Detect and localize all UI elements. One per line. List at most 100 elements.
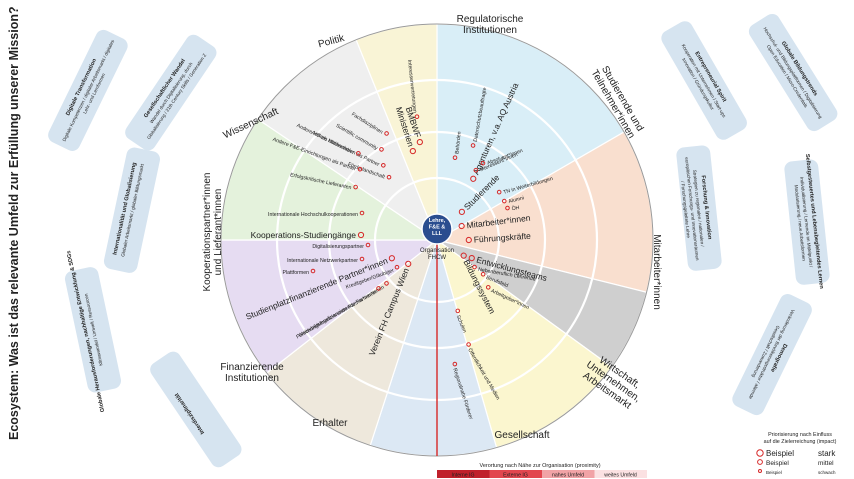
- proximity-label: nahes Umfeld: [552, 473, 584, 479]
- stakeholder-plattformen: Plattformen: [282, 268, 316, 276]
- hub-org-label: FHCW: [428, 255, 446, 261]
- stakeholder-fuhrungskrafte: Führungskräfte: [465, 231, 531, 245]
- impact-marker: [496, 189, 502, 195]
- impact-legend-level: schwach: [818, 470, 836, 475]
- impact-marker: [480, 271, 486, 277]
- impact-marker: [452, 361, 458, 367]
- stakeholder-internationale-netzwerkpartner: Internationale Netzwerkpartner: [287, 256, 365, 264]
- impact-marker: [384, 131, 389, 136]
- trend-band: [661, 21, 747, 140]
- trend-band: [748, 13, 838, 132]
- trend-band: [150, 351, 242, 468]
- stakeholder-interessenvertretungen: Interessenvertretungen: [406, 60, 420, 119]
- impact-marker: [505, 205, 510, 211]
- sector-label-line: Institutionen: [463, 25, 517, 36]
- stakeholder-label: Alumni: [508, 195, 525, 205]
- hub-label-line: LLL: [432, 231, 443, 237]
- impact-legend-title: auf die Zielerreichung (impact): [764, 439, 837, 445]
- stakeholder-label: Plattformen: [282, 270, 309, 276]
- sector-label-line: Mitarbeiter*innen: [651, 234, 662, 310]
- impact-marker: [473, 167, 479, 173]
- sector-label-erhalter: Erhalter: [312, 418, 348, 429]
- proximity-label: Externe IG: [503, 473, 528, 479]
- impact-legend-title: Priorisierung nach Einfluss: [768, 432, 832, 438]
- impact-legend-marker: [758, 469, 762, 473]
- hub-label-line: Lehre,: [429, 218, 446, 224]
- stakeholder-label: Digitalisierungspartner: [312, 244, 364, 250]
- impact-marker: [480, 160, 486, 166]
- trend-band: [103, 147, 161, 273]
- trend-text: / Forschungsgeleitete Lehre: [680, 181, 691, 239]
- impact-marker: [356, 151, 361, 156]
- impact-marker: [455, 308, 461, 314]
- impact-legend-level: mittel: [818, 460, 834, 467]
- stakeholder-alumni: Alumni: [501, 195, 525, 205]
- impact-marker: [409, 147, 416, 155]
- sector-label-line: Erhalter: [312, 418, 348, 429]
- impact-legend-example: Beispiel: [766, 449, 794, 458]
- impact-marker: [458, 222, 465, 230]
- impact-marker: [466, 342, 471, 347]
- trend-globale-herausforderungen-nachhaltige-entwicklung-sdgs: Globale Herausforderungen, nachhaltige E…: [64, 250, 122, 413]
- stakeholder-kooperations-studiengange: Kooperations-Studiengänge: [251, 230, 365, 240]
- hub-org-label: Organisation: [420, 248, 454, 254]
- impact-marker: [465, 236, 472, 244]
- stakeholder-label: Internationale Netzwerkpartner: [287, 258, 358, 264]
- proximity-bar-segment: [542, 470, 595, 478]
- trend-band: [784, 159, 830, 285]
- stakeholder-label: Interessenvertretungen: [406, 60, 418, 114]
- impact-marker: [458, 208, 465, 215]
- trend-band: [676, 145, 722, 271]
- impact-marker: [405, 260, 412, 267]
- impact-marker: [353, 184, 358, 190]
- impact-marker: [470, 143, 476, 148]
- sector-label-kooperationspartner-innen-und-lieferant-innen: Kooperationspartner*innenund Lieferant*i…: [202, 173, 224, 292]
- impact-legend-marker: [757, 459, 763, 465]
- impact-legend-marker: [756, 449, 764, 457]
- impact-legend-example: Beispiel: [766, 460, 789, 467]
- trend-band: [732, 294, 812, 416]
- trend-band: [125, 34, 217, 151]
- trend-internationalitat-und-globalisierung: Internationalität und GlobalisierungGlob…: [103, 147, 161, 273]
- trend-selbstgesteuertes-und-lebensbegleitendes-lernen: Selbstgesteuertes und Lebensbegleitendes…: [784, 154, 830, 290]
- impact-marker: [485, 284, 491, 290]
- impact-marker: [452, 155, 458, 160]
- stakeholder-label: Führungskräfte: [473, 231, 531, 245]
- impact-marker: [468, 255, 475, 262]
- stakeholder-oh: ÖH: [505, 204, 520, 212]
- proximity-bar-segment: [594, 470, 647, 478]
- impact-legend-level: stark: [818, 449, 836, 458]
- impact-marker: [376, 286, 381, 291]
- impact-legend-example: Beispiel: [766, 470, 782, 475]
- hub-label-line: F&E &: [429, 225, 446, 231]
- stakeholder-internationale-hochschulkooperationen: Internationale Hochschulkooperationen: [268, 210, 365, 218]
- sector-label-mitarbeiter-innen: Mitarbeiter*innen: [651, 234, 662, 310]
- hub-circle: [421, 213, 453, 245]
- stakeholder-digitalisierungspartner: Digitalisierungspartner: [312, 242, 371, 250]
- impact-marker: [388, 255, 395, 262]
- trend-band: [48, 29, 128, 151]
- impact-marker: [365, 242, 371, 248]
- impact-marker: [394, 264, 400, 270]
- stakeholder-label: Internationale Hochschulkooperationen: [268, 212, 358, 218]
- impact-marker: [379, 147, 384, 152]
- impact-marker: [460, 252, 467, 259]
- stakeholder-label: Behörden: [454, 131, 462, 154]
- impact-marker: [501, 198, 507, 204]
- impact-marker: [470, 175, 477, 182]
- sector-label-line: und Lieferant*innen: [213, 189, 224, 276]
- impact-marker: [310, 268, 316, 274]
- impact-marker: [381, 163, 386, 168]
- stakeholder-behorden: Behörden: [452, 131, 463, 160]
- sector-label-line: Regulatorische: [457, 14, 524, 25]
- trend-band: [64, 267, 122, 393]
